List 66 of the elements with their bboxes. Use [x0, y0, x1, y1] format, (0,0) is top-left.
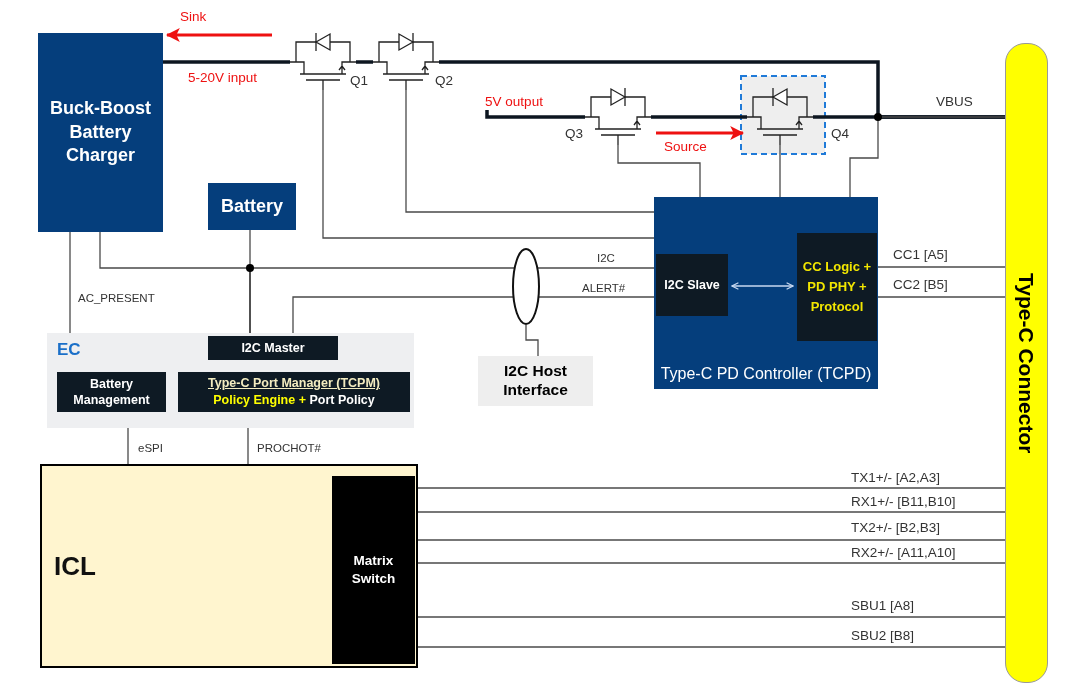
signal-wire — [405, 89, 655, 213]
controller-box — [654, 197, 878, 389]
block-box — [38, 33, 163, 232]
connector-bar — [1005, 43, 1048, 683]
signal-label: AC_PRESENT — [78, 292, 155, 305]
signal-wire — [69, 231, 71, 334]
box-label: I2C Slave — [664, 276, 720, 294]
signal-label: CC1 [A5] — [893, 248, 948, 263]
box-label: I2C Master — [241, 339, 305, 357]
power-line — [165, 28, 272, 42]
power-line — [651, 115, 747, 119]
signal-label: TX1+/- [A2,A3] — [851, 471, 940, 486]
block-box — [208, 183, 296, 230]
switch-box — [332, 476, 415, 664]
signal-wire — [779, 144, 781, 198]
signal-wire — [322, 89, 655, 239]
signal-label: SBU2 [B8] — [851, 629, 915, 644]
box-label: Battery — [221, 194, 283, 218]
box-label: 5V output — [484, 95, 544, 109]
edge-label: Sink — [180, 10, 207, 25]
signal-label: I2C — [597, 252, 615, 265]
signal-wire — [127, 427, 129, 465]
signal-wire — [247, 427, 249, 465]
signal-label: CC2 [B5] — [893, 278, 948, 293]
function-box — [178, 372, 410, 412]
power-line — [485, 110, 585, 119]
function-box — [797, 233, 877, 341]
signal-label: RX2+/- [A11,A10] — [851, 546, 956, 561]
box-label: CC Logic + PD PHY + Protocol — [801, 257, 873, 317]
function-box — [57, 372, 166, 412]
interface-box — [478, 356, 593, 406]
connector-title: Type-C Connector — [1016, 272, 1037, 454]
power-line — [163, 60, 290, 64]
signal-label: VBUS — [936, 95, 973, 110]
box-label: Type-C Port Manager (TCPM) — [208, 375, 380, 392]
signal-label: eSPI — [138, 442, 163, 455]
component-label: Q1 — [350, 74, 368, 89]
box-label: Matrix Switch — [350, 552, 397, 588]
signal-wire — [617, 144, 701, 198]
signal-wire — [525, 324, 539, 357]
signal-label: SBU1 [A8] — [851, 599, 915, 614]
signal-label: PROCHOT# — [257, 442, 321, 455]
component-label: Q2 — [435, 74, 453, 89]
box-label: Policy Engine + Port Policy — [213, 392, 375, 409]
block-title: Type-C PD Controller (TCPD) — [660, 365, 872, 383]
component-label: Q4 — [831, 127, 849, 142]
block-title: ICL — [54, 553, 96, 579]
signal-label: TX2+/- [B2,B3] — [851, 521, 940, 536]
power-line — [356, 60, 373, 64]
signal-label: ALERT# — [582, 282, 626, 295]
power-line — [656, 126, 745, 140]
function-box — [208, 336, 338, 360]
component-label: Q3 — [565, 127, 583, 142]
block-title: EC — [57, 341, 81, 358]
function-box — [656, 254, 728, 316]
controller-panel — [47, 333, 414, 428]
signal-wire — [731, 282, 794, 290]
box-label: I2C Host Interface — [502, 362, 569, 400]
box-label: Buck-Boost Battery Charger — [49, 97, 152, 168]
processor-box — [40, 464, 418, 668]
edge-label: Source — [664, 140, 707, 155]
signal-wire — [849, 116, 1006, 198]
power-line — [813, 115, 1005, 119]
signal-label: RX1+/- [B11,B10] — [851, 495, 956, 510]
box-label: Battery Management — [72, 375, 151, 409]
flow-label: 5-20V input — [188, 71, 258, 86]
